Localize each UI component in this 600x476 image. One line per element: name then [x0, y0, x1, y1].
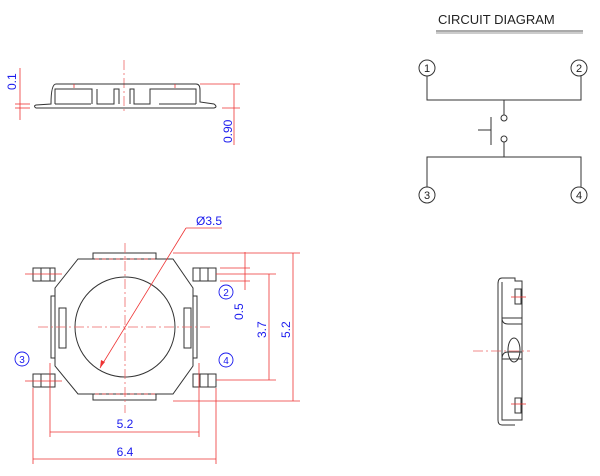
side-view: 0.1 0.90 [5, 60, 240, 145]
end-view [473, 277, 530, 426]
pin-1-label: 1 [424, 63, 430, 75]
top-pin-3-label: 3 [19, 355, 25, 366]
top-pin-2-label: 2 [223, 288, 229, 299]
top-pin-4-label: 4 [223, 356, 229, 367]
dim-diameter: Ø3.5 [196, 214, 222, 228]
dim-pin-width: 0.5 [232, 303, 246, 320]
dim-overall-width: 6.4 [117, 445, 134, 459]
circuit-wires [418, 59, 588, 204]
top-view: Ø3.5 5.2 3.7 0.5 5.2 6.4 2 3 4 [14, 214, 300, 464]
circuit-title: CIRCUIT DIAGRAM [438, 12, 555, 27]
dim-pin-pitch: 3.7 [255, 321, 269, 338]
circuit-diagram: CIRCUIT DIAGRAM 1 2 3 4 [418, 12, 588, 204]
dim-thickness: 0.1 [5, 73, 19, 90]
dim-body-width: 5.2 [117, 417, 134, 431]
pin-4-label: 4 [576, 190, 582, 202]
pin-3-label: 3 [424, 190, 430, 202]
dim-body-height: 5.2 [279, 321, 293, 338]
pin-2-label: 2 [576, 63, 582, 75]
dim-height: 0.90 [221, 119, 235, 143]
